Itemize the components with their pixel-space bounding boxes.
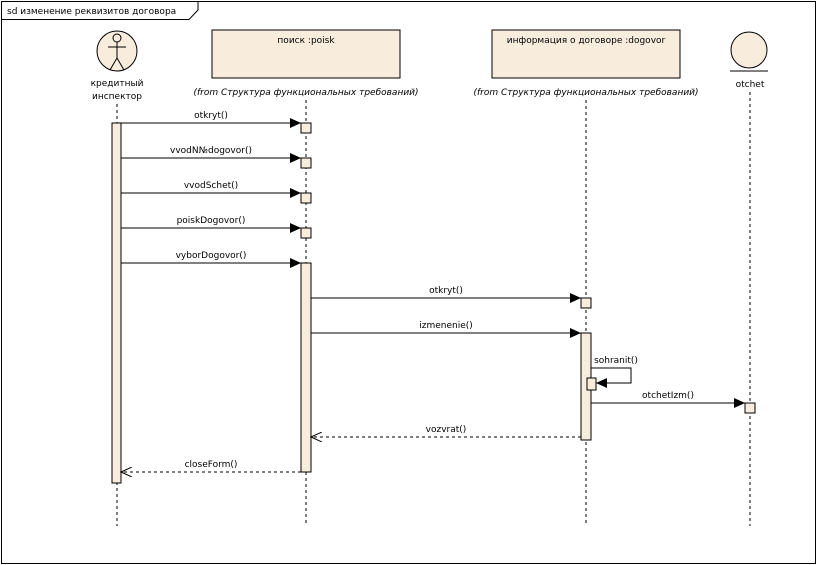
activation-dogovor-self [586,377,597,391]
object-box-poisk [211,29,401,79]
lifeline-name-otchet: otchet [736,80,765,90]
activation-poisk-2 [300,157,312,169]
message-izmenenie[interactable]: izmenenie() [311,321,581,338]
lifeline-source-dogovor: (from Структура функциональных требовани… [473,88,698,98]
activation-inspector [111,122,122,484]
message-label: sohranit() [594,356,638,366]
message-closeform[interactable]: closeForm() [121,460,301,472]
message-vvodschet[interactable]: vvodSchet() [121,181,301,198]
message-otkryt-dogovor[interactable]: otkryt() [311,286,581,303]
message-label: otchetIzm() [642,391,694,401]
lifeline-name-inspector-line1: кредитный [91,79,144,89]
lifeline-head-dogovor[interactable]: информация о договоре :dogovor [491,29,681,79]
message-otchetizm[interactable]: otchetIzm() [591,391,745,408]
actor-icon [108,33,126,71]
activation-poisk-4 [300,227,312,239]
message-label: vvodSchet() [184,181,238,191]
message-label: izmenenie() [419,321,473,331]
frame-label: sd изменение реквизитов договора [7,7,176,17]
message-vvodndogovor[interactable]: vvodN№dogovor() [121,146,301,163]
message-poiskdogovor[interactable]: poiskDogovor() [121,216,301,233]
entity-icon [730,31,768,69]
frame-label-tab [1,1,199,20]
lifeline-head-inspector[interactable]: кредитный инспектор [91,30,144,102]
message-sohranit[interactable]: sohranit() [591,356,638,388]
activation-poisk-3 [300,192,312,204]
lifeline-head-poisk[interactable]: поиск :poisk [211,29,401,79]
lifeline-head-otchet[interactable]: otchet [730,31,768,90]
lifeline-name-dogovor: информация о договоре :dogovor [507,36,666,46]
lifeline-source-poisk: (from Структура функциональных требовани… [193,88,418,98]
object-box-dogovor [491,29,681,79]
activation-dogovor-1 [580,297,592,309]
message-label: otkryt() [194,111,228,121]
message-label: closeForm() [185,460,238,470]
message-label: vyborDogovor() [176,251,247,261]
message-label: vvodN№dogovor() [170,146,252,156]
message-otkryt[interactable]: otkryt() [121,111,301,128]
message-label: vozvrat() [426,425,467,435]
lifeline-name-inspector-line2: инспектор [92,92,142,102]
message-label: otkryt() [429,286,463,296]
lifeline-name-poisk: поиск :poisk [277,36,335,46]
message-arrow [591,367,632,388]
message-vozvrat[interactable]: vozvrat() [311,425,581,437]
activation-poisk-1 [300,122,312,134]
activation-poisk-5 [300,262,312,473]
message-vybordogovor[interactable]: vyborDogovor() [121,251,301,268]
activation-otchet [744,402,756,414]
message-label: poiskDogovor() [177,216,246,226]
